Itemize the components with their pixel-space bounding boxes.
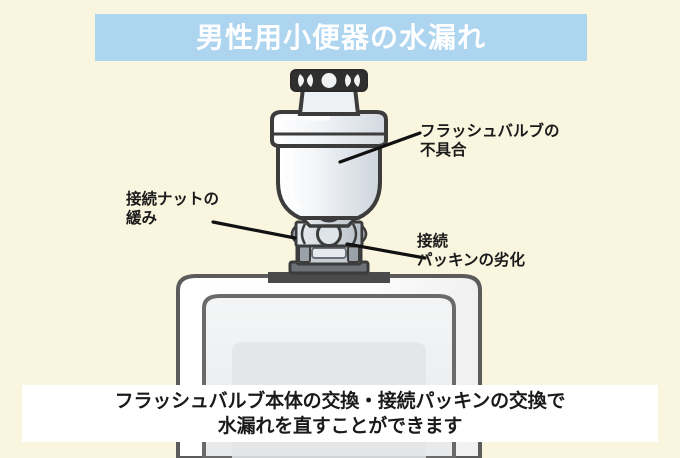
page-title: 男性用小便器の水漏れ bbox=[195, 20, 486, 54]
leader-line-flush-valve bbox=[338, 131, 422, 164]
callout-leader-lines bbox=[211, 131, 427, 260]
flush-valve bbox=[270, 69, 388, 275]
wall-mount-bar bbox=[268, 272, 390, 283]
caption-line-2: 水漏れを直すことができます bbox=[217, 414, 463, 437]
connection-nut bbox=[290, 220, 368, 248]
valve-body bbox=[276, 138, 382, 220]
caption-line-1: フラッシュバルブ本体の交換・接続パッキンの交換で bbox=[114, 390, 566, 413]
title-banner: 男性用小便器の水漏れ bbox=[95, 14, 587, 61]
callout-connection-packing-degraded: 接続 パッキンの劣化 bbox=[417, 232, 526, 269]
summary-caption-box: フラッシュバルブ本体の交換・接続パッキンの交換で 水漏れを直すことができます bbox=[22, 385, 658, 442]
callout-connection-nut-loose: 接続ナットの 緩み bbox=[126, 190, 220, 227]
callout-flush-valve-fault: フラッシュバルブの 不具合 bbox=[420, 122, 560, 159]
leader-line-connection-nut bbox=[211, 220, 297, 240]
valve-top-cap bbox=[290, 69, 368, 92]
valve-flange-base bbox=[288, 241, 370, 275]
leader-line-connection-packing bbox=[345, 242, 427, 260]
valve-collar bbox=[270, 110, 388, 148]
